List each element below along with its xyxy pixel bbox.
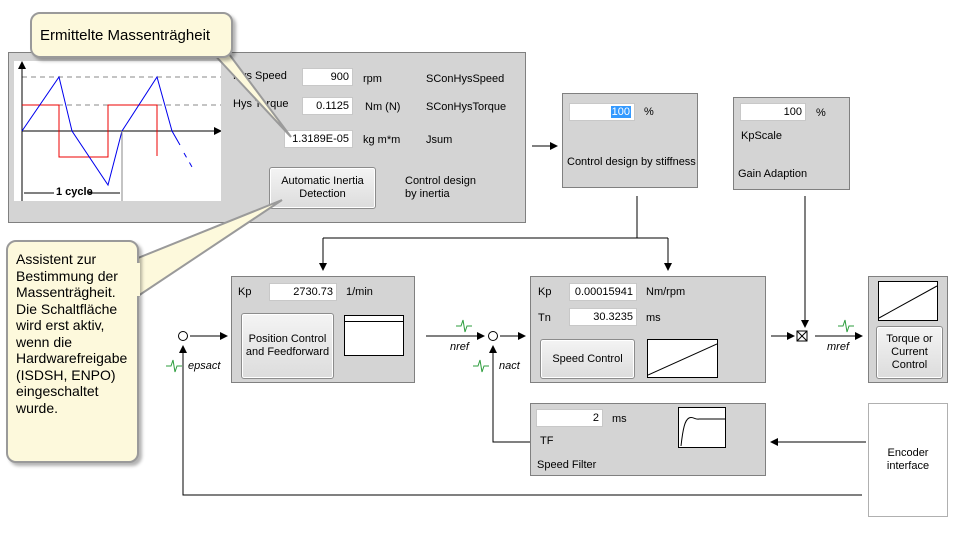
hys-speed-input[interactable]: 900: [302, 68, 353, 86]
stiffness-panel: 100 % Control design by stiffness: [562, 93, 698, 188]
gain-adaption-panel: 100 % KpScale Gain Adaption: [733, 97, 850, 190]
jsum-input[interactable]: 1.3189E-05: [284, 130, 353, 148]
torque-control-panel: Torque or Current Control: [868, 276, 948, 383]
position-kp-label: Kp: [238, 286, 252, 298]
speed-graph: [647, 339, 718, 378]
tf-unit: ms: [612, 413, 627, 425]
position-kp-unit: 1/min: [346, 286, 373, 298]
position-control-panel: Kp 2730.73 1/min Position Control and Fe…: [231, 276, 415, 383]
speed-filter-panel: 2 ms TF Speed Filter: [530, 403, 766, 476]
assistant-callout-text: Assistent zur Bestimmung der Massenträgh…: [16, 251, 128, 416]
kpscale-input[interactable]: 100: [740, 103, 806, 121]
speed-tn-label: Tn: [538, 312, 551, 324]
cycle-label: 1 cycle: [56, 186, 93, 198]
tf-label: TF: [540, 435, 554, 447]
hys-torque-param: SConHysTorque: [426, 101, 507, 113]
jsum-unit: kg m*m: [363, 134, 401, 146]
assistant-callout: Assistent zur Bestimmung der Massenträgh…: [6, 240, 139, 463]
tf-input[interactable]: 2: [536, 409, 603, 427]
signal-scope-icons: [166, 319, 854, 373]
stiffness-value: 100: [610, 106, 631, 118]
torque-graph: [878, 281, 938, 321]
hysteresis-diagram: [18, 61, 222, 201]
kpscale-unit: %: [816, 107, 826, 119]
speed-control-button[interactable]: Speed Control: [540, 339, 635, 379]
automatic-inertia-detection-button[interactable]: Automatic Inertia Detection: [269, 167, 376, 209]
inertia-panel: 1 cycle Hys Speed 900 rpm SConHysSpeed H…: [8, 52, 526, 223]
jsum-param: Jsum: [426, 134, 453, 146]
hys-torque-input[interactable]: 0.1125: [302, 97, 353, 115]
speed-filter-title: Speed Filter: [537, 459, 597, 471]
speed-kp-unit: Nm/rpm: [646, 286, 686, 298]
hys-speed-param: SConHysSpeed: [426, 73, 505, 85]
hysteresis-chart: 1 cycle: [14, 61, 222, 201]
speed-tn-unit: ms: [646, 312, 661, 324]
filter-graph: [678, 407, 726, 448]
stiffness-text: Control design by stiffness: [567, 156, 696, 168]
hys-speed-unit: rpm: [363, 73, 382, 85]
stiffness-input[interactable]: 100: [569, 103, 635, 121]
position-control-button[interactable]: Position Control and Feedforward: [241, 313, 334, 379]
position-kp-input[interactable]: 2730.73: [269, 283, 337, 301]
speed-kp-input[interactable]: 0.00015941: [569, 283, 637, 301]
position-graph: [344, 315, 404, 356]
gain-adaption-title: Gain Adaption: [738, 168, 808, 180]
nref-label: nref: [450, 341, 469, 353]
stiffness-unit: %: [644, 106, 654, 118]
kpscale-label: KpScale: [741, 130, 782, 142]
speed-control-panel: Kp 0.00015941 Nm/rpm Tn 30.3235 ms Speed…: [530, 276, 766, 383]
encoder-label: Encoder interface: [886, 447, 930, 472]
inertia-callout-text: Ermittelte Massenträgheit: [40, 26, 211, 44]
encoder-interface-box: Encoder interface: [868, 403, 948, 517]
mref-label: mref: [827, 341, 849, 353]
nact-label: nact: [499, 360, 520, 372]
epsact-label: epsact: [188, 360, 221, 372]
speed-tn-input[interactable]: 30.3235: [569, 308, 637, 326]
hys-torque-unit: Nm (N): [365, 101, 401, 113]
torque-control-button[interactable]: Torque or Current Control: [876, 326, 943, 379]
control-design-inertia-text: Control design by inertia: [405, 175, 476, 200]
speed-kp-label: Kp: [538, 286, 552, 298]
inertia-callout: Ermittelte Massenträgheit: [30, 12, 233, 58]
